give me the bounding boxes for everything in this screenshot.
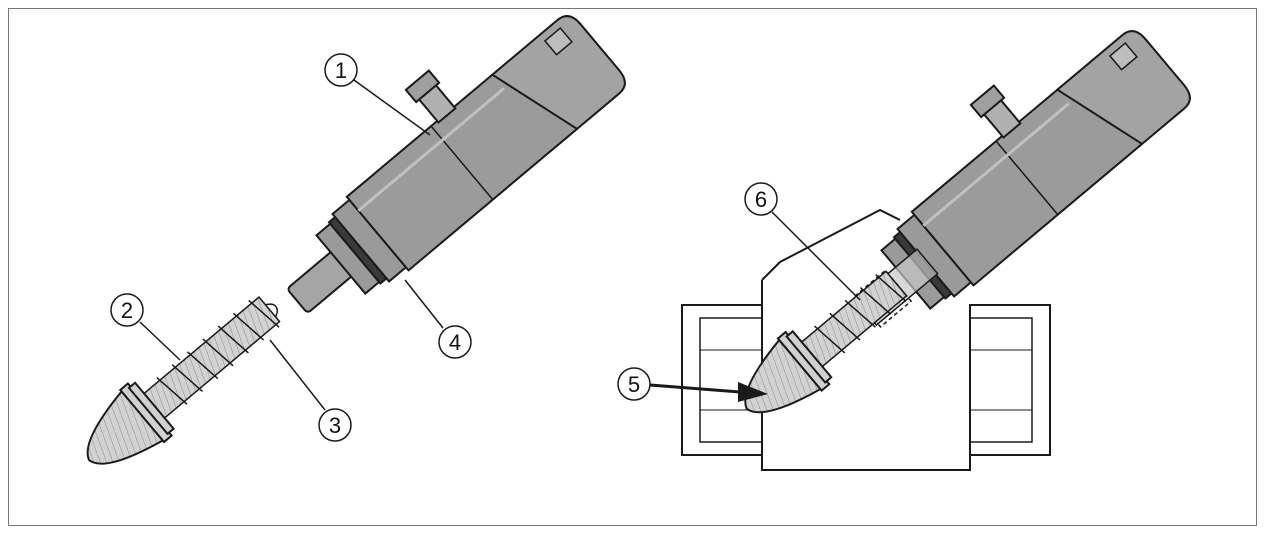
sensor-unit-left <box>287 15 626 313</box>
callout-3: 3 <box>318 408 352 442</box>
valve-port-left <box>681 304 763 456</box>
svg-text:3: 3 <box>329 413 341 438</box>
valve-port-right <box>969 304 1051 456</box>
assembled-view <box>649 30 1191 471</box>
paddle-plug-left <box>86 295 281 465</box>
callout-1: 1 <box>324 53 358 87</box>
leader-2 <box>139 321 181 361</box>
sensor-head <box>490 15 626 131</box>
leader-1 <box>353 79 431 136</box>
callout-6: 6 <box>744 182 778 216</box>
svg-text:1: 1 <box>335 58 347 83</box>
svg-text:2: 2 <box>121 298 133 323</box>
paddle-plug-right <box>744 270 908 414</box>
sensor-head-right <box>1055 30 1191 146</box>
svg-text:4: 4 <box>449 330 461 355</box>
flow-arrow <box>649 382 768 402</box>
leader-4 <box>404 279 444 329</box>
svg-text:6: 6 <box>755 187 767 212</box>
svg-text:5: 5 <box>628 372 640 397</box>
leader-3 <box>269 339 326 411</box>
valve-housing <box>681 208 1051 471</box>
paddle-cone <box>86 389 165 465</box>
callout-2: 2 <box>110 293 144 327</box>
sensor-unit-right <box>853 30 1191 328</box>
callout-4: 4 <box>438 325 472 359</box>
sensor-led-window <box>543 27 573 56</box>
exploded-view <box>86 15 626 465</box>
leader-6 <box>771 211 861 301</box>
callout-5: 5 <box>617 367 651 401</box>
